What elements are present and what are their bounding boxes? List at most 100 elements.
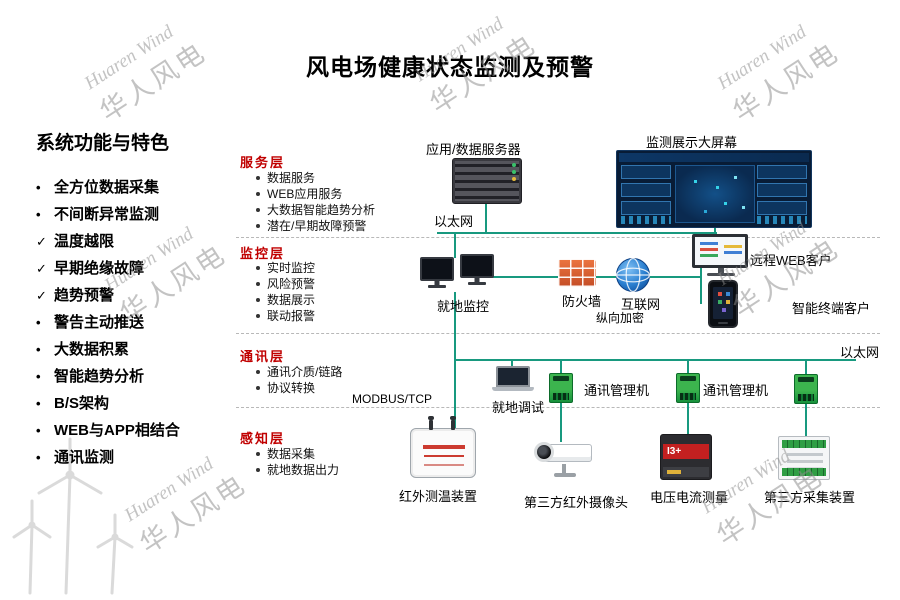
layer-separator <box>236 407 880 408</box>
bullet-marker: • <box>36 369 41 384</box>
feature-item: •大数据积累 <box>36 341 236 358</box>
remote-client-icon <box>692 234 750 280</box>
layer-label-monitor: 监控层 <box>240 246 286 261</box>
feature-item: • 通讯监测 <box>36 449 236 466</box>
feature-item: • WEB与APP相结合 <box>36 422 236 439</box>
ethernet-mid-label: 以太网 <box>840 345 880 360</box>
internet-label: 互联网 <box>621 297 661 312</box>
feature-label: 全方位数据采集 <box>54 179 160 196</box>
feature-label: B/S架构 <box>54 395 110 412</box>
feature-label: 早期绝缘故障 <box>54 260 145 277</box>
ethernet-top-label: 以太网 <box>434 214 474 229</box>
feature-item: • 不间断异常监测 <box>36 206 236 223</box>
connection-line <box>454 360 456 430</box>
page-title: 风电场健康状态监测及预警 <box>306 54 594 80</box>
layer-bullet: 就地数据出力 <box>254 462 339 478</box>
layer-label-sense: 感知层 <box>240 431 286 446</box>
device-badge: I3+ <box>663 444 709 459</box>
layer-bullet: 数据服务 <box>254 170 375 186</box>
feature-item: ✓ 温度越限 <box>36 233 236 250</box>
connection-line <box>700 252 702 304</box>
layer-bullet: 联动报警 <box>254 308 315 324</box>
layer-bullet: WEB应用服务 <box>254 186 375 202</box>
layer-bullet: 数据采集 <box>254 446 339 462</box>
layer-separator <box>236 333 880 334</box>
feature-item: • 警告主动推送 <box>36 314 236 331</box>
comm-manager-icon <box>676 373 700 403</box>
connection-line <box>650 276 702 278</box>
check-marker: ✓ <box>36 234 47 249</box>
layer-label-comm: 通讯层 <box>240 349 286 364</box>
layer-bullets-service: 数据服务 WEB应用服务 大数据智能趋势分析 潜在/早期故障预警 <box>254 170 375 234</box>
layer-bullets-monitor: 实时监控 风险预警 数据展示 联动报警 <box>254 260 315 324</box>
modbus-label: MODBUS/TCP <box>352 392 433 406</box>
feature-label: WEB与APP相结合 <box>54 422 180 439</box>
ir-camera-label: 第三方红外摄像头 <box>524 495 629 510</box>
dashboard-screen-icon <box>616 150 812 228</box>
feature-label: 温度越限 <box>54 233 115 250</box>
connection-line <box>454 232 456 258</box>
connection-line <box>560 360 562 374</box>
server-label: 应用/数据服务器 <box>426 142 521 157</box>
feature-label: 警告主动推送 <box>54 314 145 331</box>
feature-label: 智能趋势分析 <box>54 368 145 385</box>
connection-line <box>805 360 807 376</box>
connection-line <box>714 227 716 234</box>
connection-line <box>560 403 562 442</box>
comm-manager-icon <box>794 374 818 404</box>
layer-bullet: 潜在/早期故障预警 <box>254 218 375 234</box>
smart-terminal-label: 智能终端客户 <box>792 301 871 316</box>
bullet-marker: • <box>36 450 41 465</box>
comm-manager-icon <box>549 373 573 403</box>
screen-label: 监测展示大屏幕 <box>646 135 738 150</box>
feature-label: 通讯监测 <box>54 449 115 466</box>
encryption-label: 纵向加密 <box>596 311 645 325</box>
feature-label: 大数据积累 <box>54 341 130 358</box>
connection-line <box>511 360 513 370</box>
connection-line <box>454 292 456 360</box>
layer-bullet: 风险预警 <box>254 276 315 292</box>
layer-separator <box>236 237 880 238</box>
bullet-marker: • <box>36 396 41 411</box>
feature-label: 趋势预警 <box>54 287 115 304</box>
check-marker: ✓ <box>36 261 47 276</box>
bullet-marker: • <box>36 207 41 222</box>
ir-temp-label: 红外测温装置 <box>399 489 478 504</box>
connection-line <box>437 232 717 234</box>
sidebar: 系统功能与特色 •全方位数据采集 •不间断异常监测 ✓温度越限 ✓早期绝缘故障 … <box>36 128 236 476</box>
server-icon <box>452 158 522 204</box>
layer-bullets-sense: 数据采集 就地数据出力 <box>254 446 339 478</box>
bullet-marker: • <box>36 423 41 438</box>
remote-web-label: 远程WEB客户 <box>750 253 832 268</box>
firewall-icon <box>558 259 596 287</box>
smartphone-icon <box>708 280 738 328</box>
voltage-label: 电压电流测量 <box>650 490 729 505</box>
connection-line <box>492 276 558 278</box>
connection-line <box>687 403 689 436</box>
layer-bullet: 实时监控 <box>254 260 315 276</box>
layer-bullet: 数据展示 <box>254 292 315 308</box>
local-monitor-label: 就地监控 <box>437 299 490 314</box>
feature-item: • 智能趋势分析 <box>36 368 236 385</box>
laptop-icon <box>492 366 534 394</box>
bullet-marker: • <box>36 315 41 330</box>
third-party-device-icon <box>778 436 830 480</box>
internet-globe-icon <box>615 257 651 293</box>
feature-label: 不间断异常监测 <box>54 206 160 223</box>
third-party-label: 第三方采集装置 <box>764 490 856 505</box>
comm-manager1-label: 通讯管理机 <box>584 383 650 398</box>
connection-line <box>485 204 487 234</box>
feature-item: ✓ 早期绝缘故障 <box>36 260 236 277</box>
feature-item: •全方位数据采集 <box>36 179 236 196</box>
connection-line <box>594 276 616 278</box>
comm-manager2-label: 通讯管理机 <box>703 383 769 398</box>
sidebar-heading: 系统功能与特色 <box>36 133 170 154</box>
local-debug-label: 就地调试 <box>492 400 545 415</box>
layer-bullets-comm: 通讯介质/链路 协议转换 <box>254 364 342 396</box>
layer-bullet: 大数据智能趋势分析 <box>254 202 375 218</box>
layer-bullet: 通讯介质/链路 <box>254 364 342 380</box>
voltage-meter-icon: I3+ <box>660 434 712 480</box>
layer-bullet: 协议转换 <box>254 380 342 396</box>
local-monitor-icon <box>420 254 498 296</box>
